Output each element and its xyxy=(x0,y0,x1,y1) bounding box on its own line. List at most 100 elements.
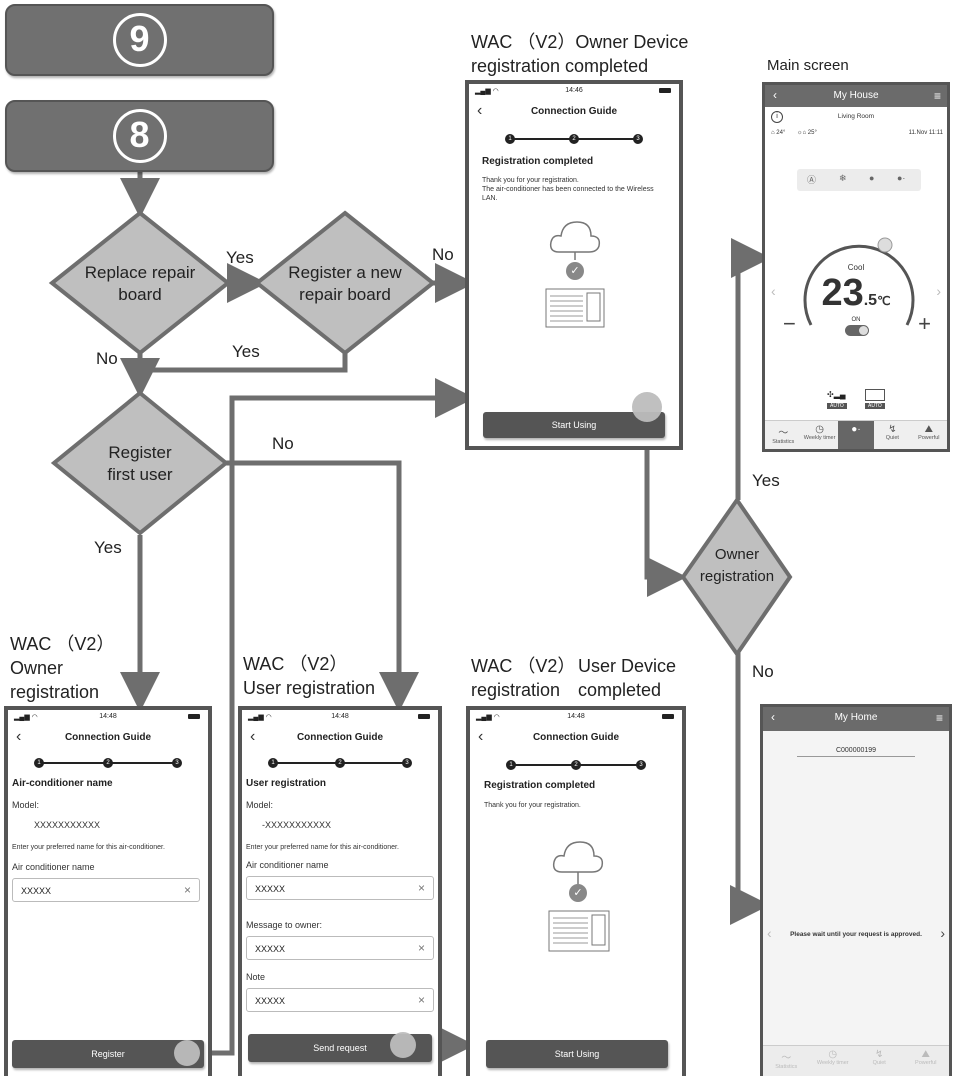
plus-button[interactable]: + xyxy=(918,311,931,336)
back-arrow-icon[interactable]: ‹ xyxy=(773,88,777,102)
air-conditioner-name-field[interactable]: XXXXX× xyxy=(246,876,434,900)
step-9-number: 9 xyxy=(112,13,167,67)
tab-label: Quiet xyxy=(872,1060,886,1066)
minus-button[interactable]: − xyxy=(783,311,796,336)
temperature-dial[interactable] xyxy=(799,233,919,343)
name-label: Air conditioner name xyxy=(246,860,329,870)
progress-dot: 3 xyxy=(633,134,643,144)
info-icon[interactable]: i xyxy=(771,111,783,123)
bottom-tab-bar: 〜Statistics ◷Weekly timer ↯Quiet ⛰Powerf… xyxy=(763,1045,949,1076)
tab-statistics[interactable]: 〜Statistics xyxy=(763,1046,810,1074)
status-bar: ▂▄▆ ◠14:48 xyxy=(470,710,682,726)
mode-label: Cool xyxy=(847,263,865,272)
register-button[interactable]: Register xyxy=(12,1040,204,1068)
dry-mode-icon[interactable]: ● xyxy=(869,173,875,183)
power-toggle[interactable] xyxy=(845,325,869,336)
progress-dot: 3 xyxy=(636,760,646,770)
phone-waiting-approval: ‹My Home≡ C000000199 ‹ Please wait until… xyxy=(760,704,952,1076)
menu-icon[interactable]: ≡ xyxy=(935,711,943,725)
note-field[interactable]: XXXXX× xyxy=(246,988,434,1012)
powerful-icon: ⛰ xyxy=(921,1049,930,1060)
home-icon: ●· xyxy=(851,424,861,435)
app-title: My House xyxy=(833,90,879,101)
temp-decimal: .5 xyxy=(863,292,878,309)
indoor-temp-value: 24° xyxy=(776,130,786,136)
auto-mode-icon[interactable]: Ⓐ xyxy=(807,175,817,185)
tab-powerful[interactable]: ⛰Powerful xyxy=(903,1046,950,1074)
statistics-icon: 〜 xyxy=(778,428,789,439)
tab-label: Weekly timer xyxy=(816,1060,849,1066)
label-first-yes: Yes xyxy=(94,538,122,557)
tab-home[interactable]: ●· xyxy=(837,421,875,449)
start-using-button[interactable]: Start Using xyxy=(486,1040,668,1068)
label-new-yes: Yes xyxy=(232,342,260,361)
tab-powerful[interactable]: ⛰Powerful xyxy=(911,421,947,449)
tab-label: Powerful xyxy=(918,435,940,441)
caption-owner-completed: WAC （V2）Owner Device registration comple… xyxy=(471,32,689,76)
back-arrow-icon[interactable]: ‹ xyxy=(478,728,484,745)
tab-weekly-timer[interactable]: ◷Weekly timer xyxy=(810,1046,857,1074)
decision-replace-label: Replace repair board xyxy=(84,263,196,304)
caption-main-screen: Main screen xyxy=(767,57,849,74)
caption-user-registration: WAC （V2） User registration xyxy=(243,654,376,698)
tab-quiet[interactable]: ↯Quiet xyxy=(856,1046,903,1074)
message-to-owner-field[interactable]: XXXXX× xyxy=(246,936,434,960)
note-label: Note xyxy=(246,972,266,982)
clear-icon[interactable]: × xyxy=(183,883,191,897)
caption-user-completed-right: User Device completed xyxy=(578,656,677,700)
caption-owner-registration: WAC （V2） Owner registration xyxy=(10,634,115,702)
indoor-temp: ⌂ 24° xyxy=(771,130,786,136)
decision-owner-label: Owner registration xyxy=(699,546,775,585)
back-arrow-icon[interactable]: ‹ xyxy=(16,728,22,745)
model-label: Model: xyxy=(246,800,274,810)
chevron-right-icon[interactable]: › xyxy=(936,283,941,299)
air-conditioner-name-field[interactable]: XXXXX × xyxy=(12,878,200,902)
field-value: XXXXX xyxy=(21,886,52,896)
cool-mode-icon[interactable]: ❄ xyxy=(839,173,847,183)
mode-selector[interactable]: Ⓐ ❄ ● ●· xyxy=(797,169,921,191)
timer-icon: ◷ xyxy=(828,1049,838,1060)
app-title: My Home xyxy=(834,712,878,723)
clear-icon[interactable]: × xyxy=(417,993,425,1007)
progress-dot: 1 xyxy=(506,760,516,770)
temp-integer: 23 xyxy=(821,272,864,314)
chevron-left-icon[interactable]: ‹ xyxy=(767,925,772,941)
tab-weekly-timer[interactable]: ◷Weekly timer xyxy=(801,421,837,449)
tab-statistics[interactable]: 〜Statistics xyxy=(765,421,801,449)
check-icon: ✓ xyxy=(569,884,587,902)
decision-register-new-board xyxy=(253,210,437,356)
louver-icon[interactable] xyxy=(865,389,885,401)
phone-main-screen: ‹My House≡ i Living Room ⌂ 24° ☼⌂ 25° 11… xyxy=(762,82,950,452)
status-bar: ▂▄▆ ◠14:46 xyxy=(469,84,679,100)
fan-speed-icon[interactable]: ✣▂▄ xyxy=(827,390,846,399)
tab-label: Weekly timer xyxy=(803,435,836,441)
clear-icon[interactable]: × xyxy=(417,881,425,895)
set-temperature: 23.5℃ xyxy=(765,273,947,321)
body-text: Thank you for your registration. xyxy=(484,802,581,809)
quiet-icon: ↯ xyxy=(888,424,897,435)
tap-indicator xyxy=(390,1032,416,1058)
back-arrow-icon[interactable]: ‹ xyxy=(477,102,483,119)
cloud-icon xyxy=(549,221,601,260)
clear-icon[interactable]: × xyxy=(417,941,425,955)
back-arrow-icon[interactable]: ‹ xyxy=(771,710,775,724)
heading: User registration xyxy=(246,778,327,789)
cloud-icon xyxy=(552,841,604,884)
progress-dot: 2 xyxy=(335,758,345,768)
chevron-left-icon[interactable]: ‹ xyxy=(771,283,776,299)
nav-bar: ‹Connection Guide xyxy=(469,100,679,126)
check-icon: ✓ xyxy=(566,262,584,280)
body-text: Thank you for your registration. The air… xyxy=(482,177,654,202)
tab-quiet[interactable]: ↯Quiet xyxy=(874,421,910,449)
menu-icon[interactable]: ≡ xyxy=(933,89,941,103)
hint-text: Enter your preferred name for this air-c… xyxy=(12,844,165,851)
status-time: 14:48 xyxy=(567,713,585,720)
fan-mode-icon[interactable]: ●· xyxy=(897,173,906,183)
back-arrow-icon[interactable]: ‹ xyxy=(250,728,256,745)
powerful-icon: ⛰ xyxy=(924,424,933,435)
tap-indicator xyxy=(174,1040,200,1066)
chevron-right-icon[interactable]: › xyxy=(940,925,945,941)
